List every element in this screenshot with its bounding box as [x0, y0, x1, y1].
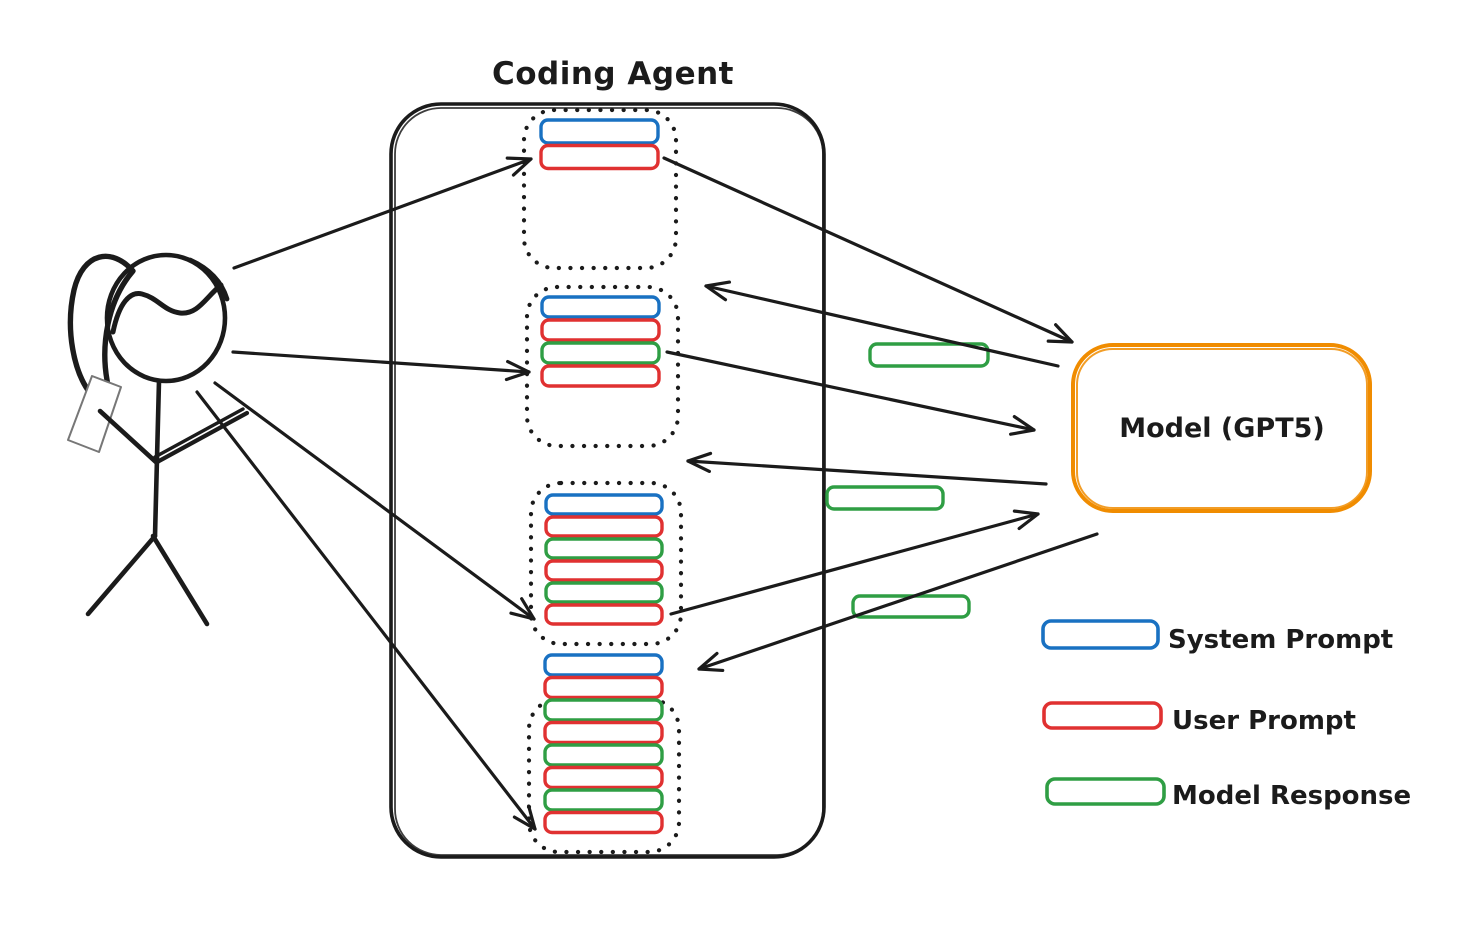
turn3-context-stack: [544, 493, 664, 626]
context-bar-user: [544, 603, 664, 626]
coding-agent-title: Coding Agent: [492, 56, 734, 92]
legend: System Prompt User Prompt Model Response: [1041, 619, 1411, 811]
coding-agent-box: [389, 102, 826, 859]
legend-label-user-prompt: User Prompt: [1172, 706, 1356, 736]
turn2-context-stack: [540, 295, 661, 388]
context-bar-user: [544, 559, 664, 582]
arrow-user-to-turn3-prompt: [213, 381, 536, 621]
arrow-user-to-turn4-prompt: [195, 390, 537, 831]
context-bar-user: [543, 720, 664, 745]
id-badge: [67, 375, 122, 453]
arrow-user-to-turn1-prompt: [232, 156, 533, 270]
stick-figure-left-leg: [85, 533, 158, 617]
arrow-user-to-turn2-prompt: [231, 350, 531, 382]
context-bar-system: [543, 653, 664, 677]
stick-figure-hair-top: [187, 257, 230, 302]
context-bar-system: [540, 295, 661, 319]
context-bar-user: [543, 675, 664, 700]
stick-figure-right-arm-double: [153, 407, 245, 459]
context-bar-user: [539, 143, 660, 171]
turn4-context-stack: [543, 653, 664, 835]
context-bar-user: [540, 364, 661, 388]
arrow-turn2-context-to-model: [665, 350, 1036, 436]
user-stick-figure: [67, 252, 250, 627]
legend-label-model-response: Model Response: [1172, 781, 1411, 811]
turn1-context-boundary: [521, 107, 679, 271]
context-bar-response: [544, 537, 664, 560]
arrow-model-response-to-turn2: [704, 280, 1060, 368]
turn2-context-boundary: [524, 284, 681, 449]
stick-figure-left-arm: [97, 408, 160, 466]
legend-swatch-user-prompt: [1042, 701, 1163, 730]
context-bar-user: [540, 318, 661, 342]
stick-figure-head: [104, 252, 228, 384]
arrow-model-response-to-turn4: [697, 532, 1099, 673]
context-bar-user: [543, 810, 664, 835]
stick-figure-hair: [110, 282, 224, 335]
stick-figure-right-leg: [150, 533, 210, 627]
in-flight-response-1: [868, 342, 990, 368]
context-bar-user: [544, 515, 664, 538]
context-bar-user: [543, 765, 664, 790]
model-box-label: Model (GPT5): [1119, 413, 1325, 444]
context-bar-system: [539, 118, 660, 145]
context-bar-response: [543, 788, 664, 812]
legend-label-system-prompt: System Prompt: [1168, 625, 1393, 655]
context-bar-response: [544, 581, 664, 604]
turn3-context-boundary: [528, 480, 684, 647]
arrow-turn3-context-to-model: [669, 509, 1040, 616]
context-bar-response: [543, 698, 664, 722]
arrow-turn1-context-to-model: [662, 156, 1074, 344]
arrow-model-response-to-turn3: [686, 451, 1048, 486]
context-bar-response: [540, 341, 661, 365]
stick-figure-body: [152, 378, 162, 539]
context-bar-system: [544, 493, 664, 516]
legend-swatch-model-response: [1045, 777, 1166, 806]
model-box: [1071, 343, 1372, 513]
turn1-context-stack: [539, 118, 660, 171]
in-flight-response-3: [851, 594, 971, 619]
legend-swatch-system-prompt: [1041, 619, 1160, 650]
context-bar-response: [543, 743, 664, 767]
stick-figure-right-arm: [156, 410, 250, 464]
in-flight-response-2: [825, 485, 945, 511]
stick-figure-ponytail: [67, 253, 136, 401]
